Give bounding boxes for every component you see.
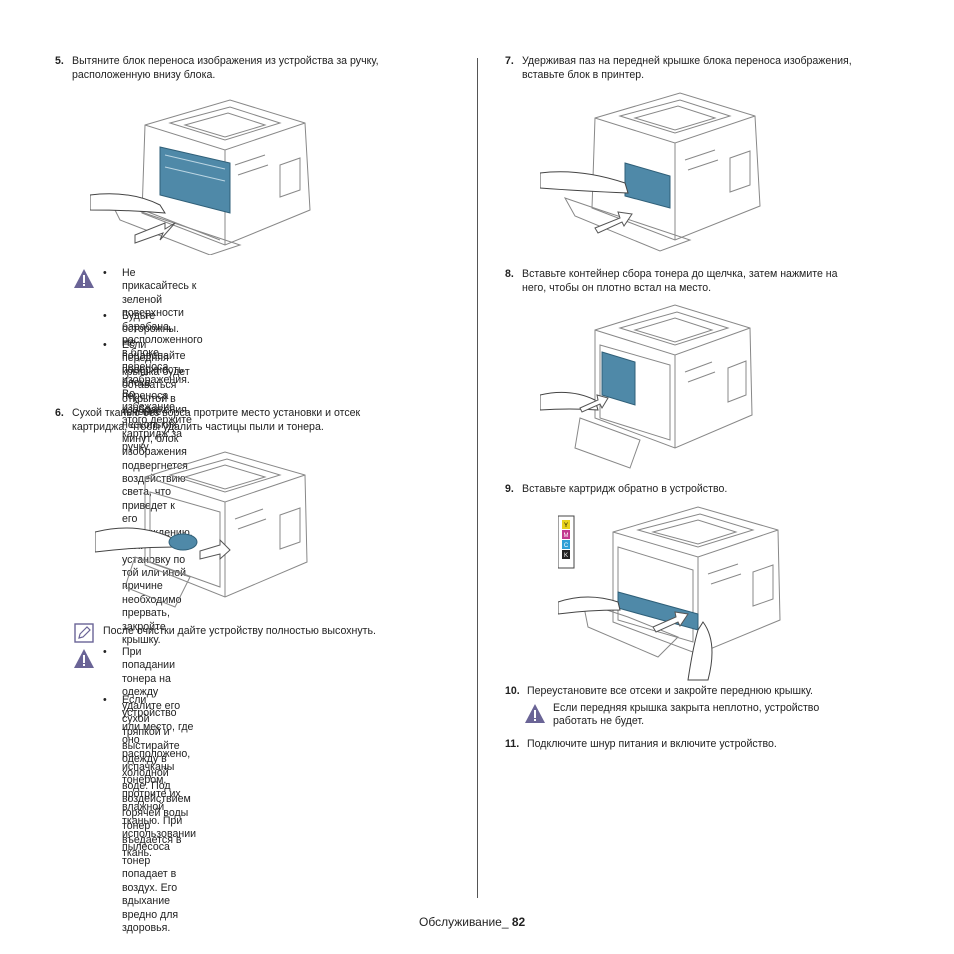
step-text-line: Сухой тканью без ворса протрите место ус… xyxy=(72,407,361,419)
illustration-clean-compartment xyxy=(95,447,315,612)
illustration-insert-waste-toner xyxy=(540,300,760,470)
note-text: После очистки дайте устройству полностью… xyxy=(103,625,376,637)
step-number: 7. xyxy=(505,55,514,67)
footer-section: Обслуживание_ xyxy=(419,915,509,929)
bullet-line: воздействием горячей воды тонер въедаетс… xyxy=(122,793,191,860)
cartridge-label-m: M xyxy=(564,533,569,539)
step-text: Вытяните блок переноса изображения из ус… xyxy=(72,55,379,82)
bullet-line: Будьте осторожны. Не поцарапайте поверхн… xyxy=(122,310,186,390)
bullet-line: подвергнется воздействию света, что прив… xyxy=(122,459,188,526)
step-text-line: Удерживая паз на передней крышке блока п… xyxy=(522,55,852,67)
bullet-line: избежание этого держите картридж за ручк… xyxy=(122,401,192,454)
illustration-insert-transfer-unit xyxy=(540,88,770,253)
step-text-line: него, чтобы он плотно встал на место. xyxy=(522,281,712,294)
cartridge-label-k: K xyxy=(564,553,568,559)
step-text-line: Вытяните блок переноса изображения из ус… xyxy=(72,55,379,67)
step-number: 10. xyxy=(505,685,520,697)
cartridge-label-y: Y xyxy=(564,523,568,529)
warning-line: работать не будет. xyxy=(553,715,645,728)
warning-icon xyxy=(74,649,94,668)
step-text-line: картриджа, чтобы удалить частицы пыли и … xyxy=(72,420,324,433)
warning-3-text: Если передняя крышка закрыта неплотно, у… xyxy=(553,702,933,729)
warning-line: Если передняя крышка закрыта неплотно, у… xyxy=(553,702,820,714)
bullet-line: тряпкой и выстирайте одежду в холодной в… xyxy=(122,726,180,793)
bullet-line: вдыхание вредно для здоровья. xyxy=(122,895,179,934)
step-text-line: расположенную внизу блока. xyxy=(72,68,216,81)
warning-icon xyxy=(525,704,545,723)
step-number: 8. xyxy=(505,268,514,280)
warning-icon xyxy=(74,269,94,288)
bullet-line: течение нескольких минут, блок изображен… xyxy=(122,406,187,459)
step-text: Переустановите все отсеки и закройте пер… xyxy=(527,685,813,697)
bullet-line: необходимо прервать, закройте крышку. xyxy=(122,593,182,646)
step-text-line: Вставьте контейнер сбора тонера до щелчк… xyxy=(522,268,838,280)
cartridge-label-c: C xyxy=(564,543,569,549)
bullet-line: При попадании тонера на одежду удалите е… xyxy=(122,646,181,726)
step-text: Вставьте контейнер сбора тонера до щелчк… xyxy=(522,268,838,295)
bullet-line: испачканы тонером, протрите их влажной т… xyxy=(122,761,183,827)
step-text-line: вставьте блок в принтер. xyxy=(522,68,645,81)
step-text: Подключите шнур питания и включите устро… xyxy=(527,738,777,750)
illustration-remove-transfer-unit xyxy=(90,95,320,255)
step-number: 5. xyxy=(55,55,64,67)
step-number: 9. xyxy=(505,483,514,495)
illustration-insert-cartridge: Y M C K xyxy=(558,502,788,682)
page-number: 82 xyxy=(511,915,526,929)
page-footer: Обслуживание_ 82 xyxy=(419,915,525,929)
step-text: Сухой тканью без ворса протрите место ус… xyxy=(72,407,360,434)
bullet-line: переноса изображения. xyxy=(122,390,190,416)
bullet-line: Если передняя крышка будет оставаться от… xyxy=(122,339,190,405)
bullet-line: Если устройство или место, где оно распо… xyxy=(122,694,194,760)
bullet-line: расположенного в блоке переноса изображе… xyxy=(122,334,203,400)
step-number: 11. xyxy=(505,738,520,750)
note-icon xyxy=(74,623,94,643)
bullet-line: Не прикасайтесь к зеленой поверхности ба… xyxy=(122,267,197,333)
column-divider xyxy=(477,58,478,898)
step-text: Вставьте картридж обратно в устройство. xyxy=(522,483,728,495)
step-number: 6. xyxy=(55,407,64,419)
bullet-line: использовании пылесоса тонер попадает в … xyxy=(122,828,197,894)
step-text: Удерживая паз на передней крышке блока п… xyxy=(522,55,852,82)
